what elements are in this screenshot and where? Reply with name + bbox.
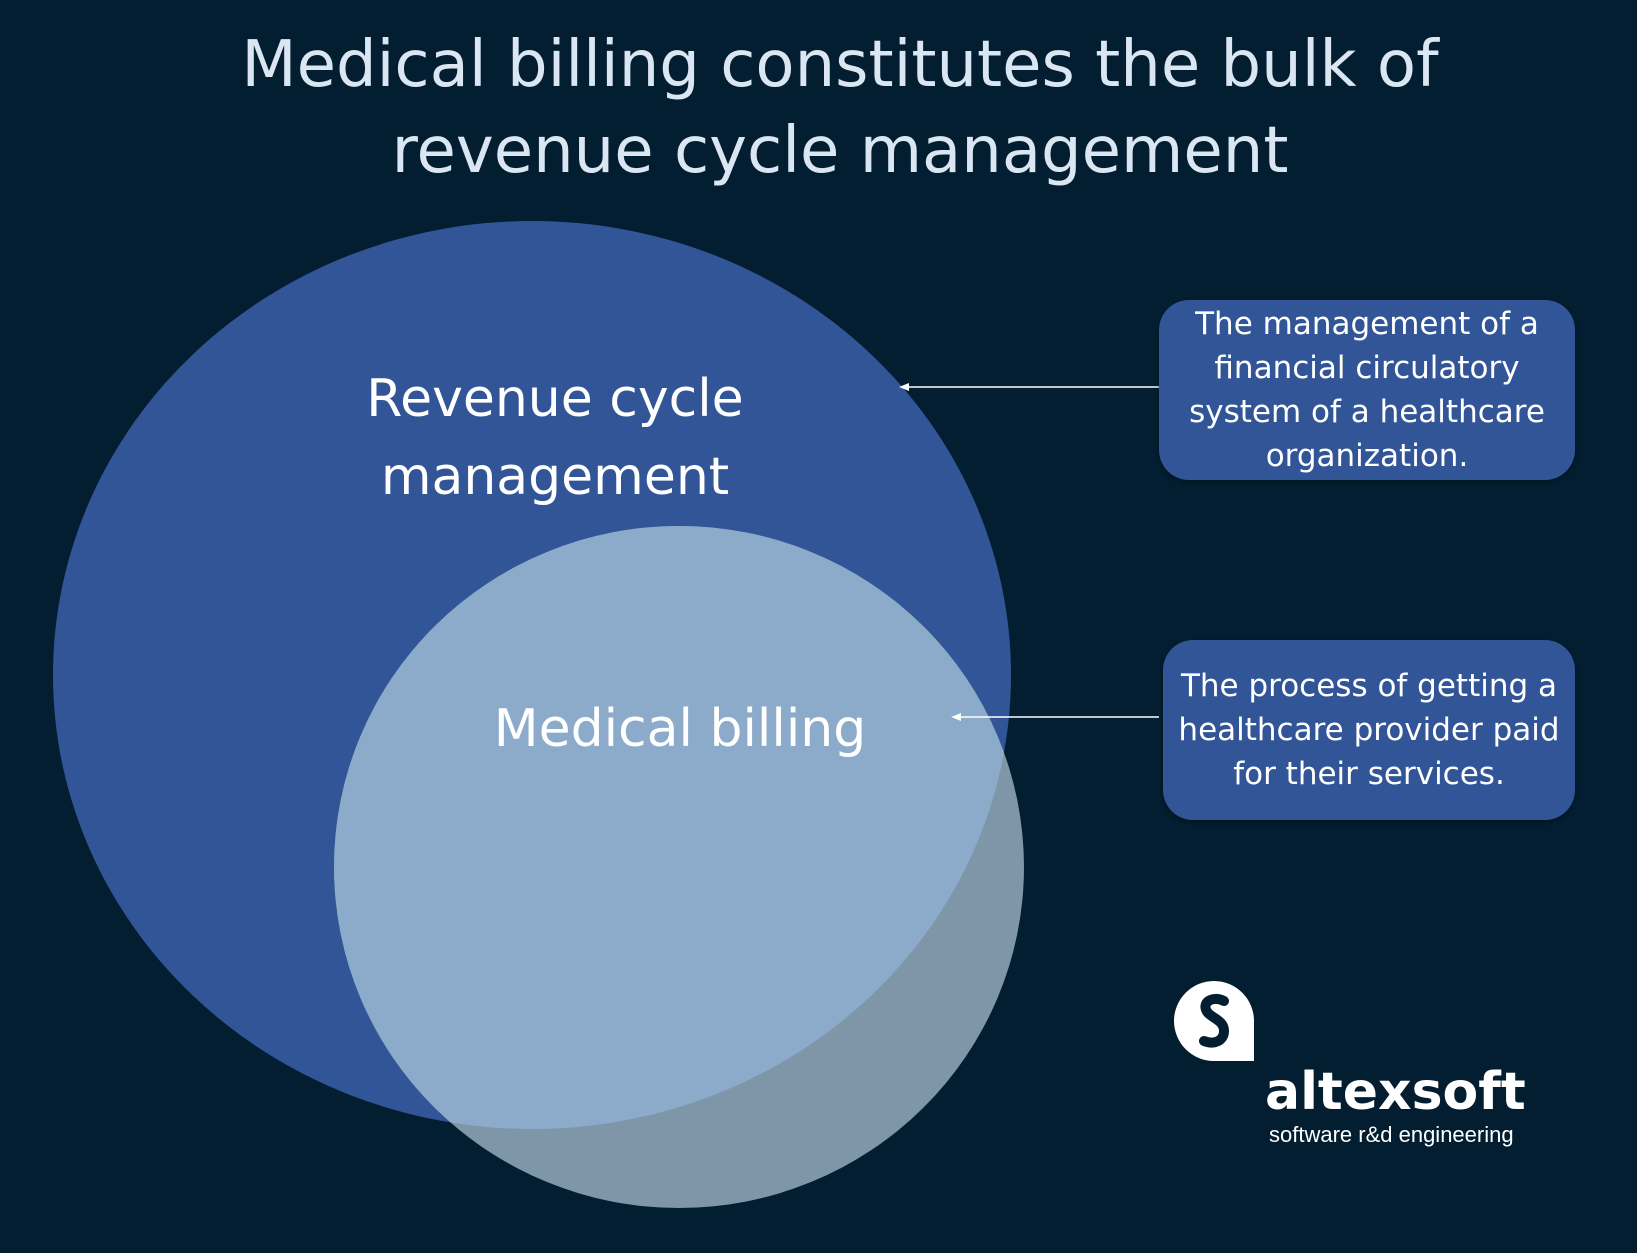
- rcm-label-line-2: management: [380, 447, 730, 507]
- connector-rcm: [899, 383, 1159, 391]
- medical-billing-label: Medical billing: [493, 699, 867, 759]
- diagram-title: Medical billing constitutes the bulk of …: [0, 22, 1637, 194]
- callout-medical-billing: The process of getting a healthcare prov…: [1163, 640, 1575, 820]
- connector-medical-billing: [951, 713, 1159, 721]
- callout-rcm-line-4: organization.: [1265, 438, 1469, 474]
- callout-rcm-line-1: The management of a: [1195, 306, 1539, 342]
- title-line-2: revenue cycle management: [391, 114, 1289, 188]
- logo-name: altexsoft: [1265, 1062, 1526, 1122]
- rcm-label-line-1: Revenue cycle: [366, 369, 744, 429]
- callout-revenue-cycle-management: The management of a financial circulator…: [1159, 300, 1575, 480]
- callout-rcm-line-3: system of a healthcare: [1189, 394, 1545, 430]
- revenue-cycle-management-label: Revenue cycle management: [320, 360, 790, 516]
- callout-mb-line-2: healthcare provider paid: [1178, 712, 1560, 748]
- logo-tagline: software r&d engineering: [1269, 1122, 1514, 1147]
- altexsoft-logo-icon: [1174, 981, 1254, 1061]
- callout-rcm-line-2: financial circulatory: [1214, 350, 1520, 386]
- callout-mb-line-1: The process of getting a: [1180, 668, 1558, 704]
- callout-mb-line-3: for their services.: [1233, 756, 1505, 792]
- title-line-1: Medical billing constitutes the bulk of: [241, 28, 1439, 102]
